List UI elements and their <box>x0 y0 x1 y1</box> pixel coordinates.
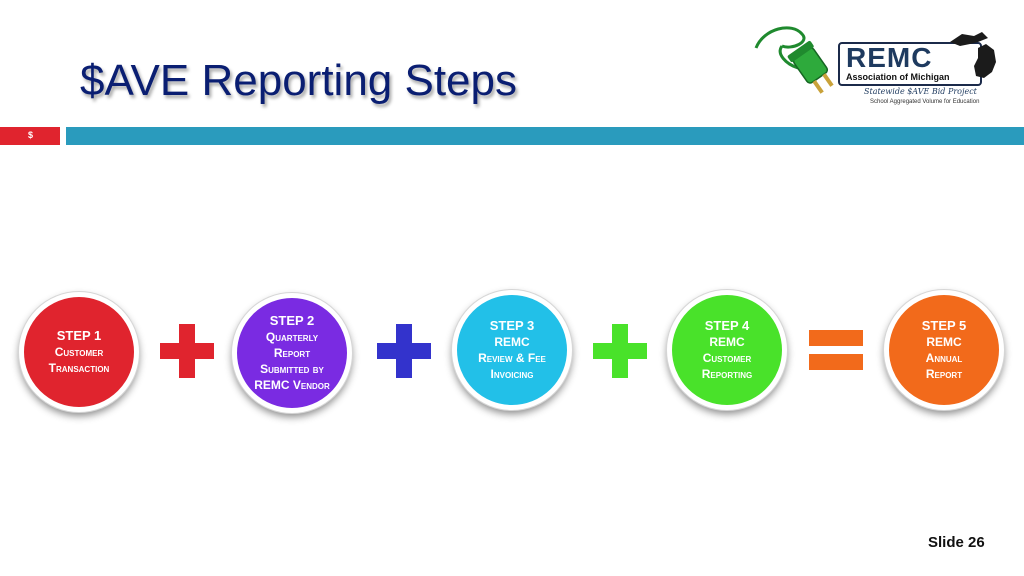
logo-tagline-small: School Aggregated Volume for Education <box>870 99 980 105</box>
step-1-line-2: Transaction <box>48 361 110 375</box>
step-3-line-3: Invoicing <box>490 367 534 381</box>
logo-main-text: REMC <box>846 42 933 73</box>
logo-sub-text: Association of Michigan <box>846 72 950 82</box>
title-bar-accent: $ <box>0 127 60 145</box>
plus-icon-blue <box>377 324 431 378</box>
equals-icon <box>809 330 863 370</box>
step-4-circle: STEP 4 REMC Customer Reporting <box>667 290 787 410</box>
step-3-line-2: Review & Fee <box>478 351 546 365</box>
step-1-heading: STEP 1 <box>56 328 102 343</box>
step-2-circle: STEP 2 Quarterly Report Submitted by REM… <box>232 293 352 413</box>
slide-title: $AVE Reporting Steps <box>80 56 517 105</box>
logo-box: REMC Association of Michigan <box>838 42 982 86</box>
logo-tagline: Statewide $AVE Bid Project <box>864 87 977 96</box>
step-4-line-1: REMC <box>709 335 745 349</box>
title-bar <box>66 127 1024 145</box>
step-4-line-3: Reporting <box>701 367 753 381</box>
michigan-map-icon <box>950 32 996 78</box>
step-2-line-1: Quarterly <box>265 330 319 344</box>
slide-number: Slide 26 <box>928 534 985 551</box>
step-1-circle: STEP 1 Customer Transaction <box>19 292 139 412</box>
plus-icon-green <box>593 324 647 378</box>
plus-icon-red <box>160 324 214 378</box>
step-3-line-1: REMC <box>494 335 530 349</box>
step-3-heading: STEP 3 <box>489 318 535 333</box>
step-4-line-2: Customer <box>702 351 752 365</box>
step-5-circle: STEP 5 REMC Annual Report <box>884 290 1004 410</box>
step-2-line-4: REMC Vendor <box>254 378 330 392</box>
step-5-heading: STEP 5 <box>921 318 967 333</box>
step-5-line-2: Annual <box>925 351 963 365</box>
step-2-line-3: Submitted by <box>260 362 324 376</box>
step-1-line-1: Customer <box>54 345 104 359</box>
step-5-line-3: Report <box>925 367 963 381</box>
step-2-heading: STEP 2 <box>269 313 315 328</box>
power-plug-icon <box>754 26 834 94</box>
step-2-line-2: Report <box>273 346 311 360</box>
remc-logo: REMC Association of Michigan Statewide $… <box>752 20 1012 110</box>
step-5-line-1: REMC <box>926 335 962 349</box>
slide-marker: $ <box>28 130 34 140</box>
step-3-circle: STEP 3 REMC Review & Fee Invoicing <box>452 290 572 410</box>
step-4-heading: STEP 4 <box>704 318 750 333</box>
